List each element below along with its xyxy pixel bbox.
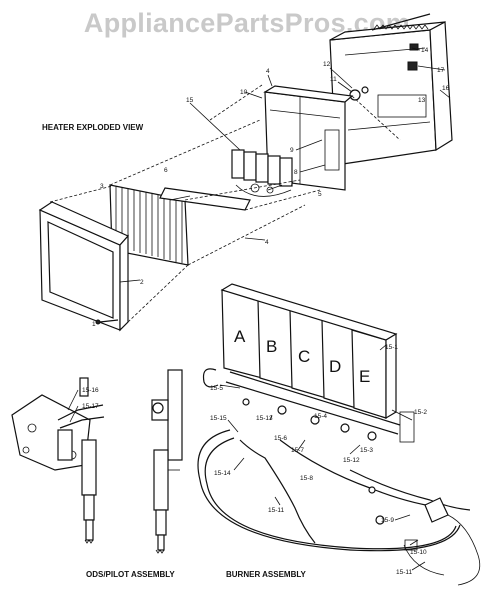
back-panel — [329, 21, 453, 166]
burner-letter: D — [329, 357, 341, 376]
part-number: 12 — [323, 61, 331, 68]
burner-assembly — [202, 283, 415, 443]
part-number: 15-13 — [256, 415, 273, 422]
part-number: 15-6 — [274, 435, 287, 442]
part-number: 1 — [92, 321, 96, 328]
part-number: 8 — [294, 169, 298, 176]
part-number: 9 — [290, 147, 294, 154]
thermocouple-left — [57, 377, 105, 544]
part-number: 2 — [140, 279, 144, 286]
part-number: 4 — [265, 239, 269, 246]
ods-pilot-bracket — [11, 394, 91, 471]
part-number: 15-4 — [314, 413, 327, 420]
gas-tubing — [197, 429, 481, 586]
part-number: 11 — [330, 76, 337, 83]
burner-letter: E — [359, 367, 370, 386]
part-number: 4 — [266, 68, 270, 75]
part-number: 15-10 — [410, 549, 427, 556]
burner-block-small — [231, 149, 293, 197]
burner-assembly-caption: BURNER ASSEMBLY — [226, 570, 306, 579]
part-number: 7 — [290, 181, 294, 188]
part-number: 3 — [100, 183, 104, 190]
leader-lines-top — [119, 47, 451, 283]
part-number: 15-17 — [82, 403, 99, 410]
part-number: 15-1 — [385, 344, 398, 351]
part-number: 15-7 — [291, 447, 304, 454]
part-number: 5 — [318, 191, 322, 198]
part-number: 15-16 — [82, 387, 99, 394]
burner-part-labels: 15-1 15-2 15-5 15-15 15-13 15-4 15-6 15-… — [210, 344, 427, 576]
part-number: 15-8 — [300, 475, 313, 482]
burner-letter: C — [298, 347, 310, 366]
ods-pilot-caption: ODS/PILOT ASSEMBLY — [86, 570, 175, 579]
part-number-labels: 4 10 12 11 14 17 16 13 15 9 8 7 3 6 4 2 … — [92, 47, 450, 328]
ods-part-labels: 15-16 15-17 — [82, 387, 99, 410]
rack-strip — [371, 13, 431, 31]
part-number: 15 — [186, 97, 194, 104]
part-number: 14 — [421, 47, 429, 54]
burner-letter: B — [266, 337, 277, 356]
part-number: 15-5 — [210, 385, 223, 392]
exploded-view-caption: HEATER EXPLODED VIEW — [42, 123, 144, 132]
guide-lines — [49, 119, 321, 323]
part-number: 10 — [240, 89, 248, 96]
part-number: 15-3 — [360, 447, 373, 454]
part-number: 16 — [442, 85, 450, 92]
front-cover — [38, 201, 129, 332]
leader-lines-bottom — [67, 344, 426, 571]
part-number: 17 — [437, 67, 445, 74]
part-number: 15-12 — [343, 457, 360, 464]
part-number: 15-14 — [214, 470, 231, 477]
part-number: 15-11 — [396, 569, 413, 576]
part-number: 15-2 — [414, 409, 427, 416]
burner-letters: A B C D E — [234, 327, 370, 386]
burner-letter: A — [234, 327, 246, 346]
part-number: 15-11 — [268, 507, 285, 514]
part-number: 15-15 — [210, 415, 227, 422]
part-number: 13 — [418, 97, 426, 104]
part-number: 6 — [164, 167, 168, 174]
part-number: 15-9 — [381, 517, 394, 524]
thermocouple-right — [151, 369, 183, 554]
